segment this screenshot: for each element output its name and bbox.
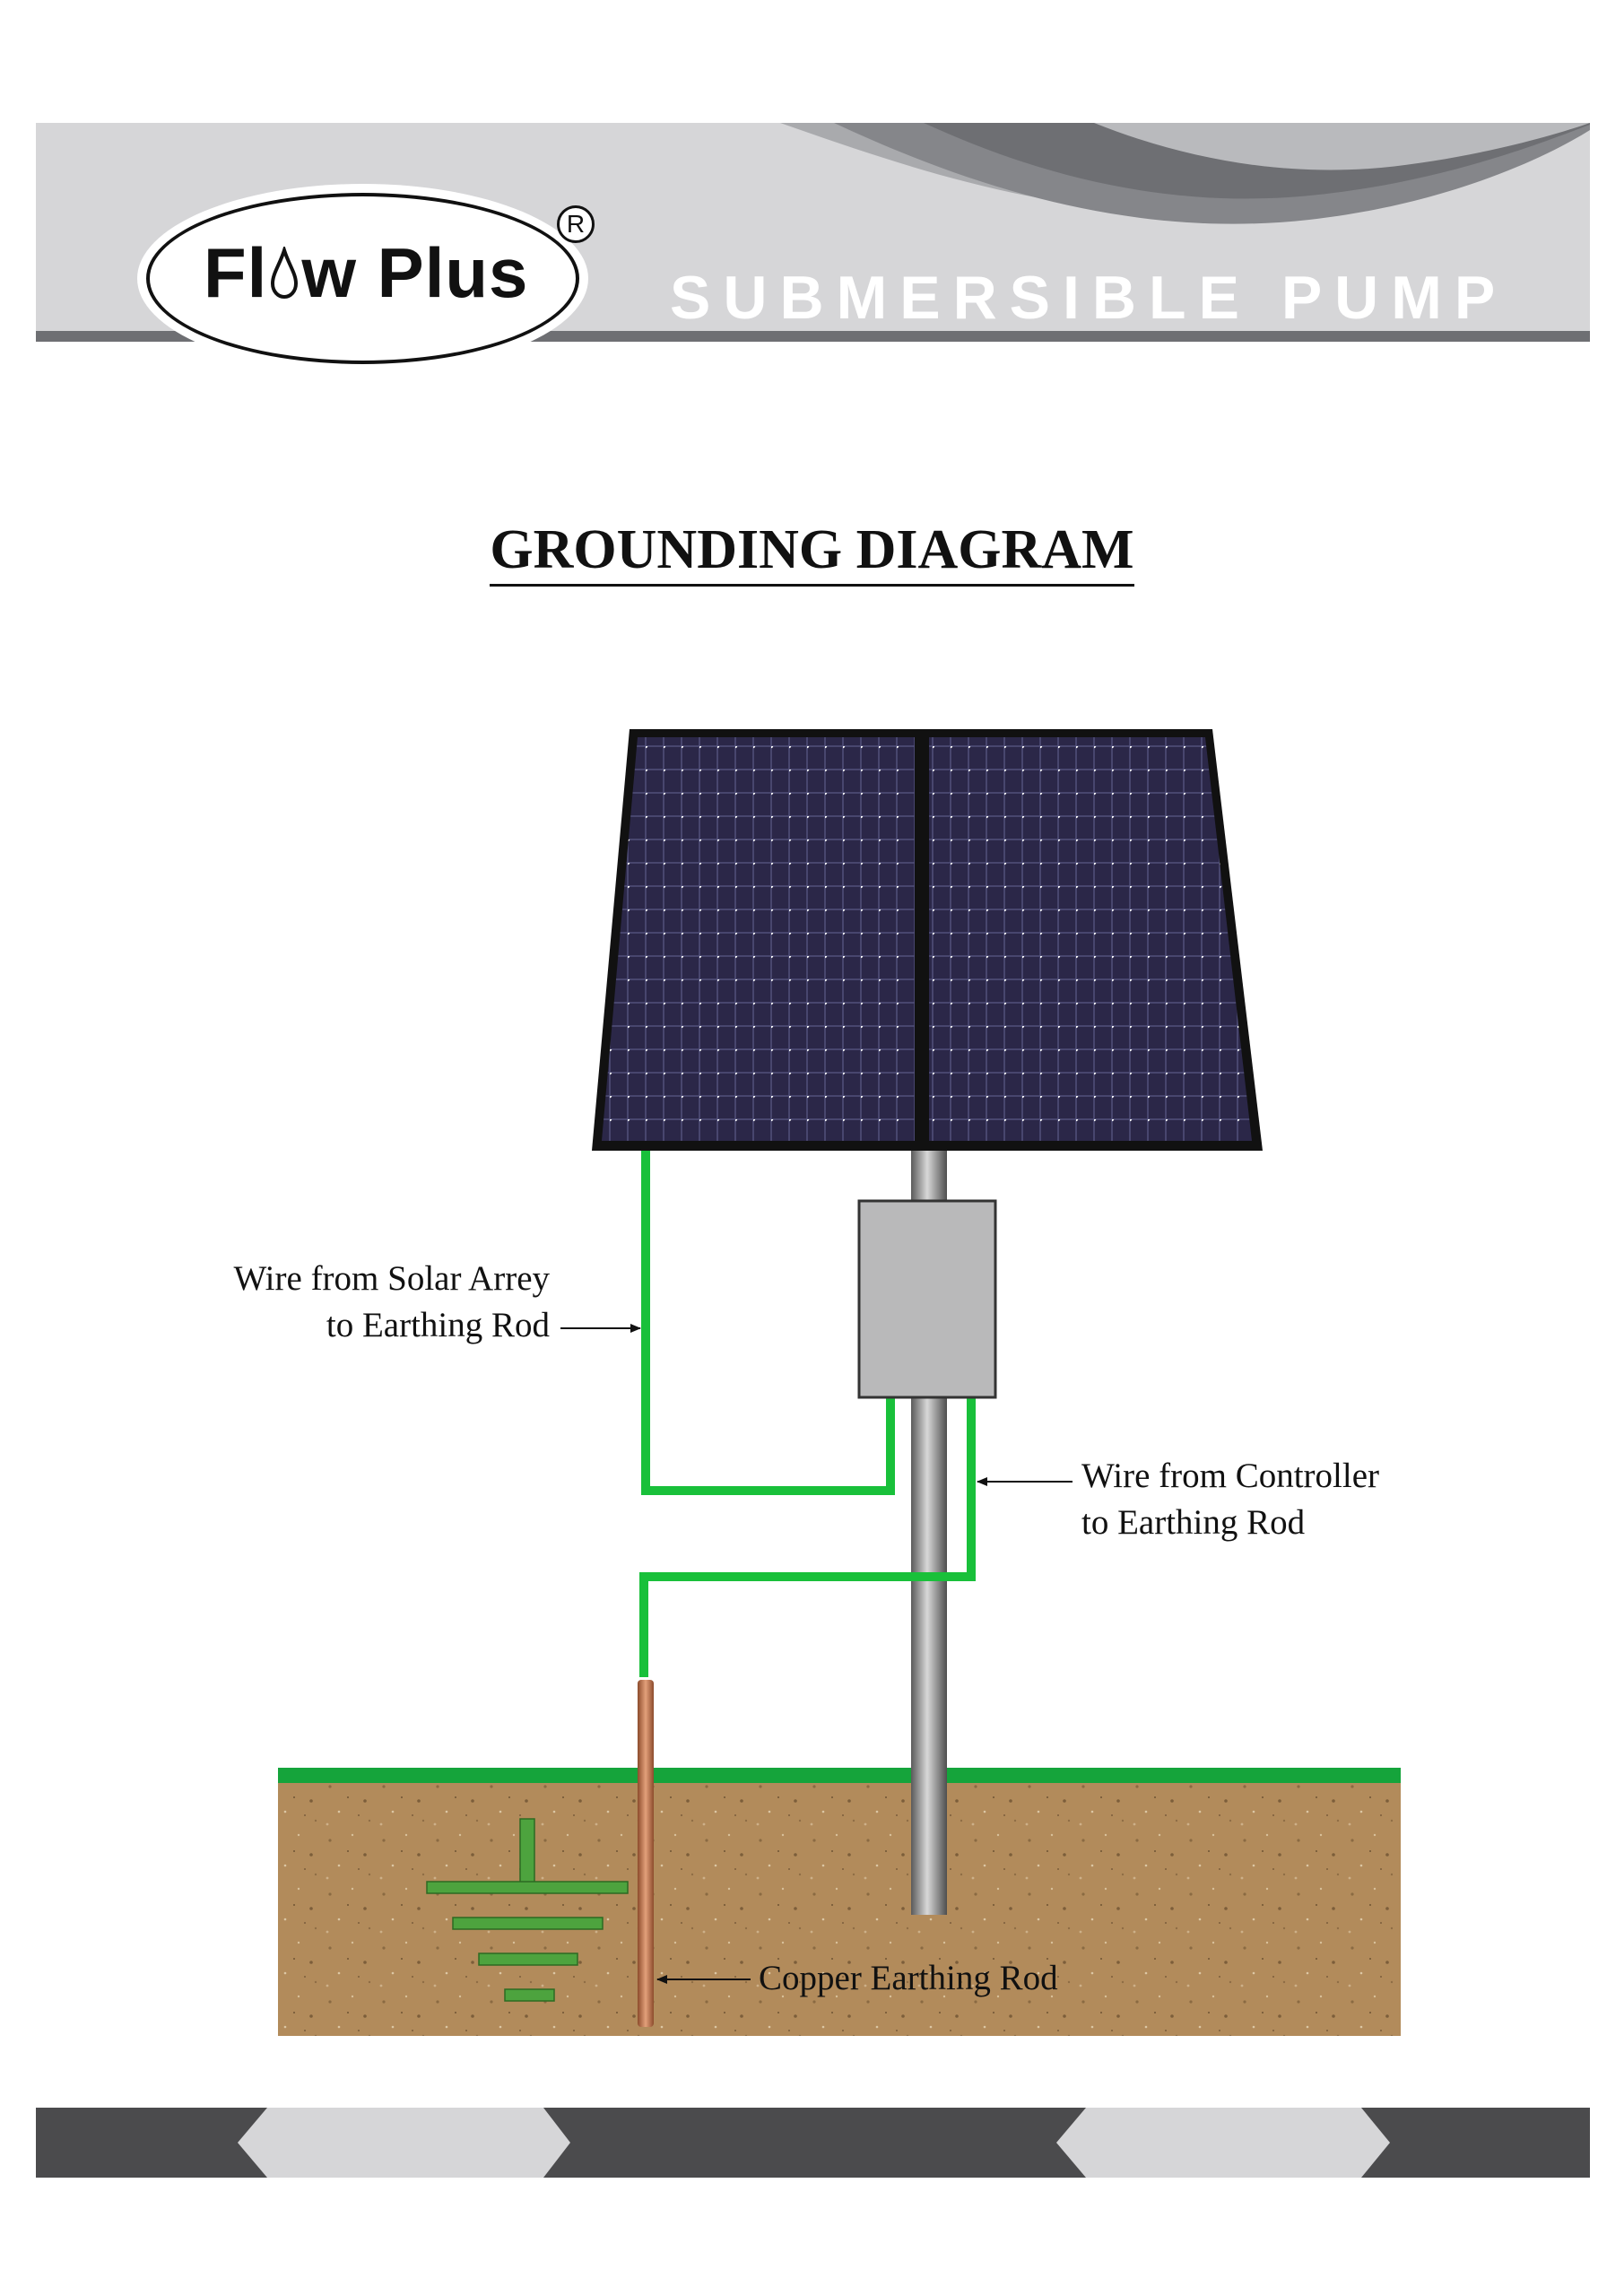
label-controller-wire-line1: Wire from Controller: [1081, 1457, 1379, 1495]
logo-oval: [146, 193, 579, 364]
label-solar-wire-line1: Wire from Solar Arrey: [233, 1259, 550, 1298]
solar-panel-left: [592, 729, 923, 1151]
logo-text-before: Fl: [204, 233, 268, 312]
label-copper-rod: Copper Earthing Rod: [759, 1959, 1058, 1997]
ground-symbol-icon: [426, 1818, 629, 2002]
header-title: SUBMERSIBLE PUMP: [670, 264, 1508, 332]
soil: [278, 1771, 1401, 2036]
water-drop-icon: [271, 247, 299, 300]
copper-earthing-rod: [638, 1680, 654, 2027]
page-title: GROUNDING DIAGRAM: [0, 518, 1624, 587]
wire-solar-to-rod: [641, 1151, 895, 1495]
page-title-text: GROUNDING DIAGRAM: [490, 519, 1134, 587]
grass-line: [278, 1768, 1401, 1783]
registered-mark: R: [557, 205, 595, 243]
label-controller-wire: Wire from Controller to Earthing Rod: [1081, 1453, 1379, 1546]
label-controller-wire-line2: to Earthing Rod: [1081, 1503, 1306, 1542]
logo-text-after: w Plus: [301, 233, 529, 312]
controller-box: [857, 1199, 997, 1399]
label-solar-wire: Wire from Solar Arrey to Earthing Rod: [188, 1256, 550, 1349]
label-solar-wire-line2: to Earthing Rod: [326, 1306, 550, 1344]
footer-band: [36, 2108, 1590, 2178]
solar-panel-right: [921, 729, 1263, 1151]
header-swoosh: [780, 123, 1590, 224]
wire-controller-to-rod: [639, 1397, 976, 1677]
